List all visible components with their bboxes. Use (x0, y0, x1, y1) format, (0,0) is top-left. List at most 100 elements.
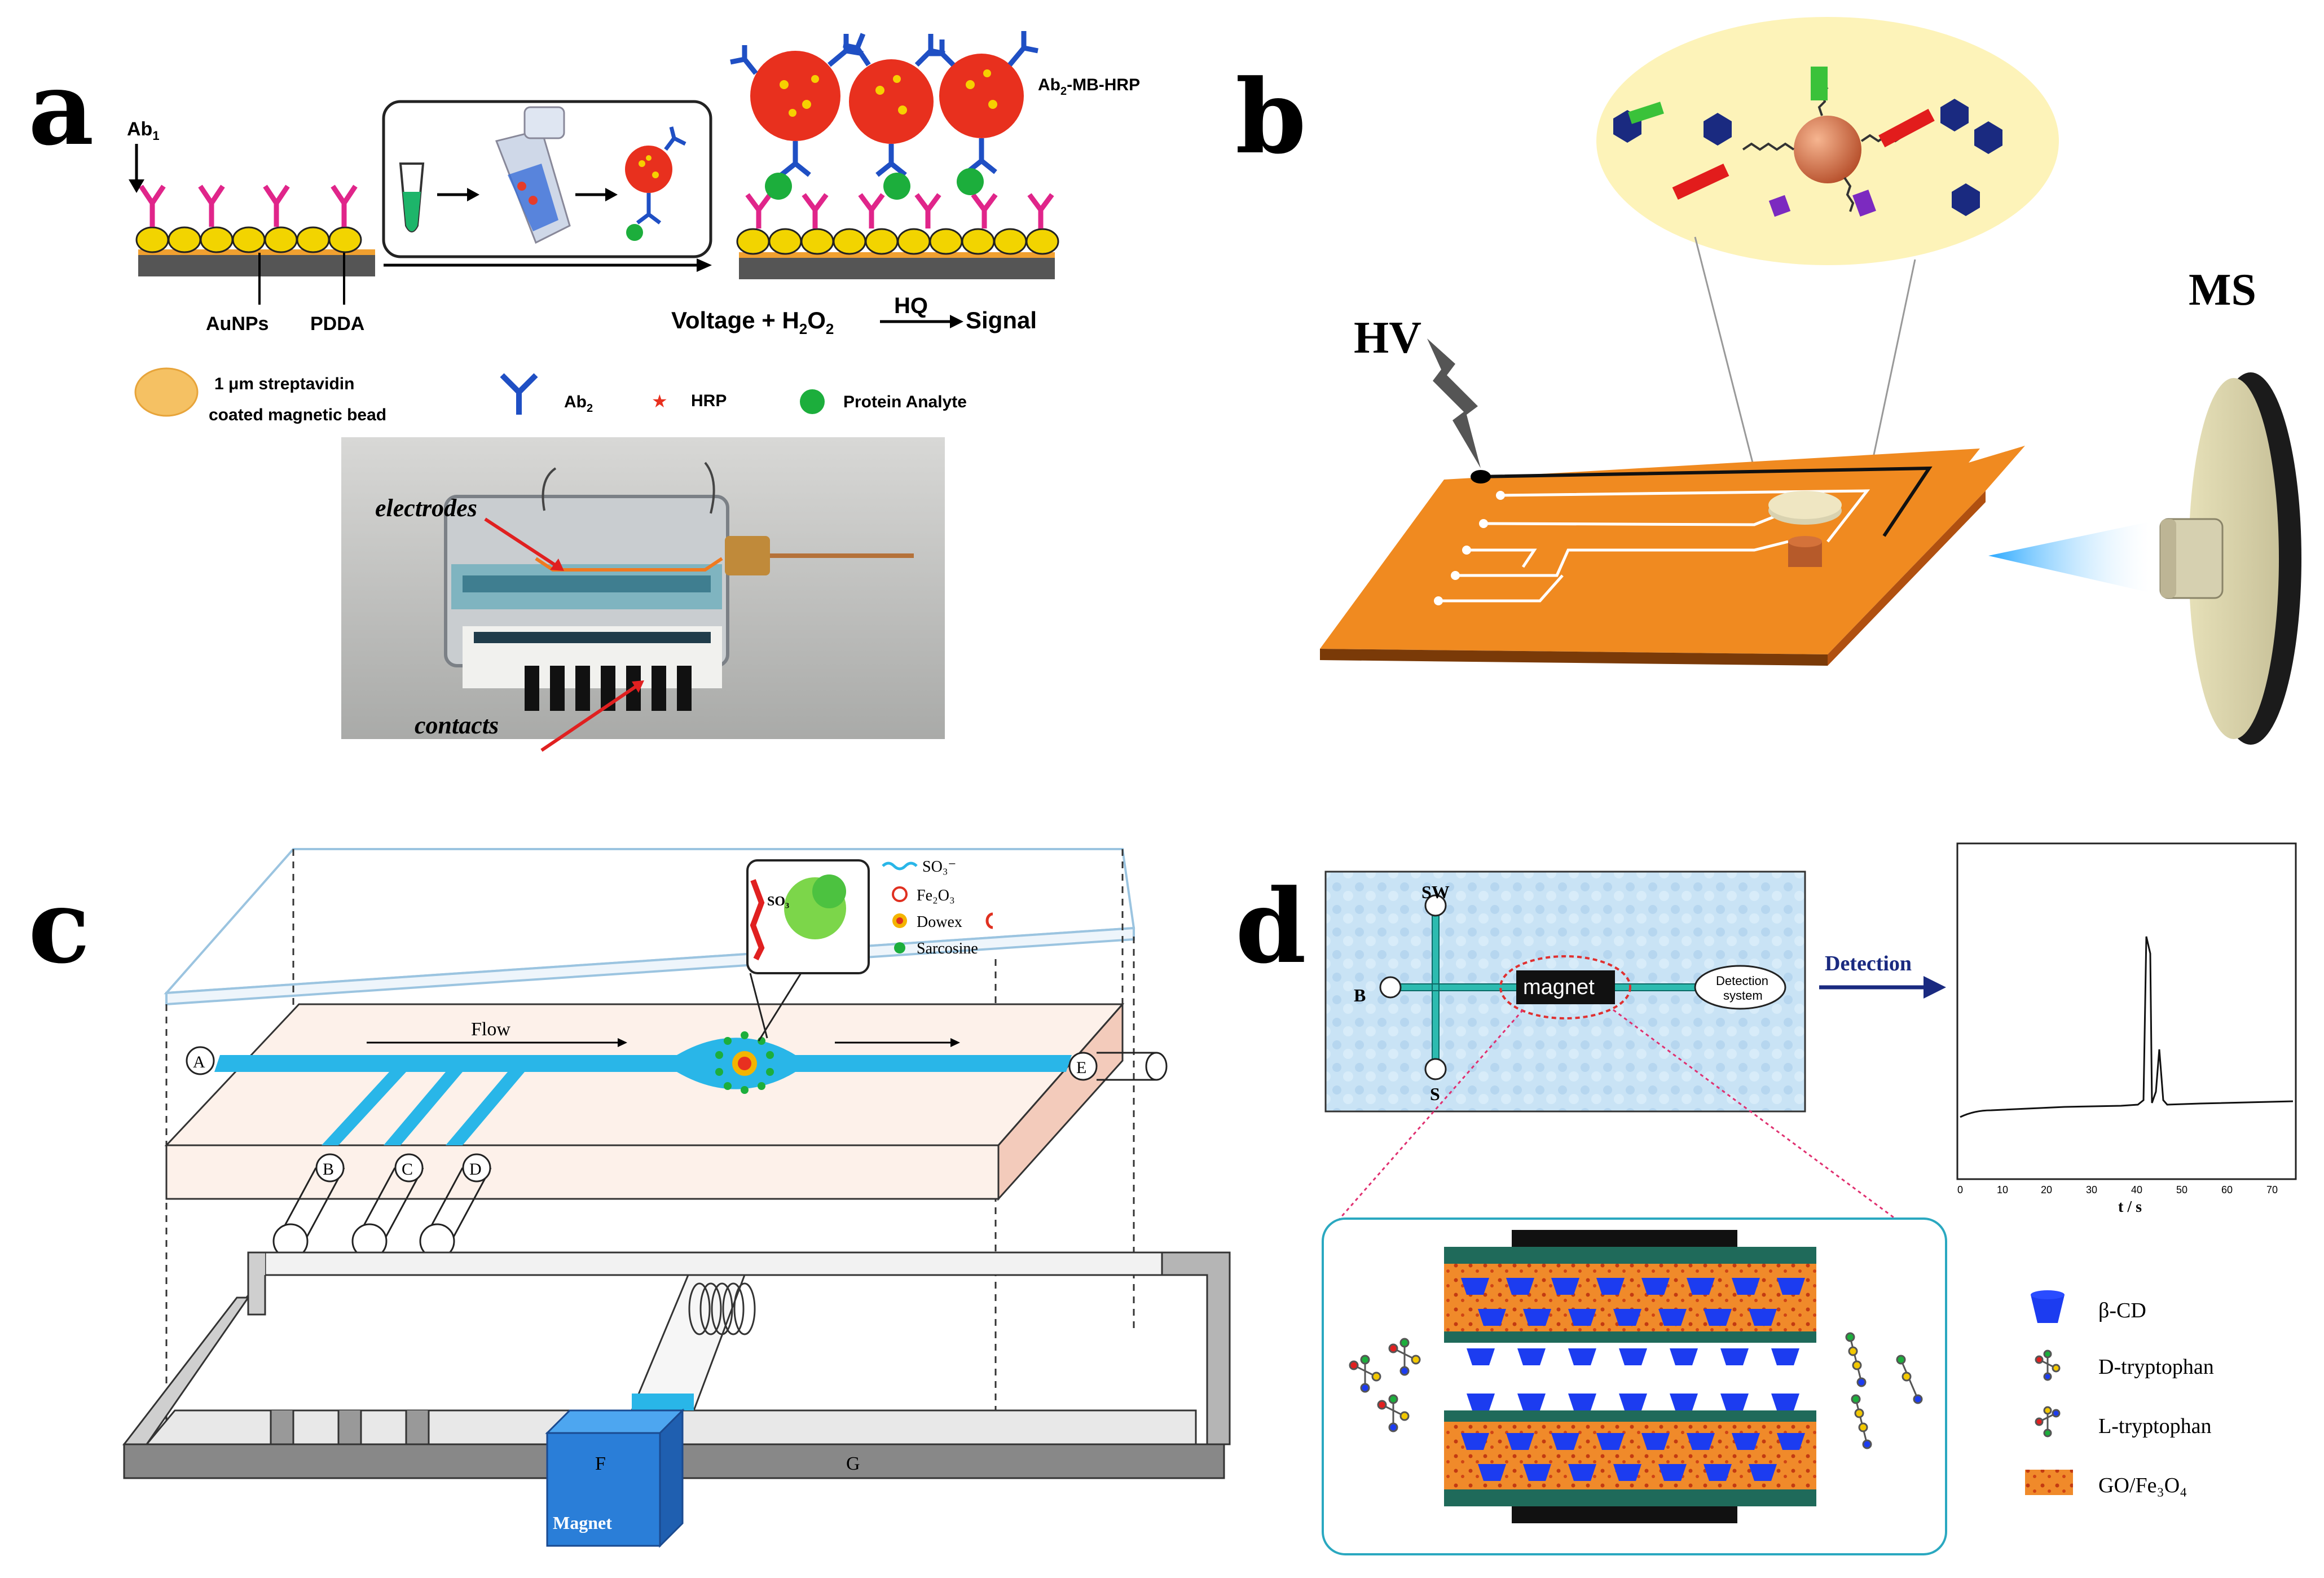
port-c: C (351, 1153, 424, 1259)
detection-arrow-label: Detection (1825, 952, 1912, 975)
photo-contacts-label: contacts (415, 711, 499, 739)
svg-text:10: 10 (1997, 1184, 2008, 1195)
signal-label: Signal (966, 307, 1037, 333)
legend-fe2o3-label: Fe₂O₃ (917, 887, 955, 904)
inset-mb-hrp-complex (625, 126, 686, 241)
port-s-label: S (1430, 1084, 1440, 1104)
label-f: F (595, 1453, 606, 1474)
svg-text:0: 0 (1957, 1184, 1963, 1195)
electropherogram-trace (1960, 936, 2294, 1118)
panel-b-letter: b (1235, 58, 1306, 177)
legend-sarcosine-label: Sarcosine (917, 940, 978, 957)
legend-bcd-label: β-CD (2098, 1299, 2146, 1322)
svg-text:system: system (1723, 988, 1763, 1003)
spray-jet (1988, 522, 2149, 592)
pdda-label: PDDA (310, 313, 364, 335)
detection-system-oval (1694, 965, 1786, 1010)
label-g: G (846, 1453, 860, 1474)
magnet-box (1516, 970, 1615, 1004)
panel-d-letter: d (1235, 867, 1306, 986)
legend-protein-icon (800, 389, 825, 414)
substrate-right (739, 257, 1055, 279)
microchannels (214, 1038, 1072, 1145)
green-tag-center (1811, 67, 1828, 100)
legend-so3-label: SO₃⁻ (922, 858, 956, 876)
legend-d-trp-label: D-tryptophan (2098, 1355, 2214, 1379)
panel-a: a Ab1 AuNPs PDDA (28, 31, 1140, 752)
port-e: E (1068, 1052, 1168, 1081)
panel-d: d SW B S magnet Detection system Detecti… (1235, 842, 2297, 1555)
panel-b: b (1235, 17, 2301, 745)
inset-so3-label: SO₃ (767, 894, 789, 909)
port-sw-label: SW (1421, 882, 1450, 902)
svg-text:C: C (402, 1160, 413, 1179)
legend-c: SO₃⁻ Fe₂O₃ Dowex Sarcosine (882, 858, 993, 957)
legend-ab2-label: Ab2 (564, 393, 593, 415)
svg-text:50: 50 (2176, 1184, 2187, 1195)
inset-bead (1794, 116, 1861, 183)
aunps-left (135, 226, 362, 253)
legend-go-label: GO/Fe₃O₄ (2098, 1474, 2187, 1497)
ms-detector (2159, 372, 2301, 745)
port-b-label: B (1354, 985, 1366, 1005)
svg-text:70: 70 (2266, 1184, 2278, 1195)
svg-text:E: E (1076, 1058, 1086, 1077)
holder-frame (122, 1251, 1231, 1479)
legend-protein-label: Protein Analyte (843, 393, 967, 411)
legend-l-trp-icon (2035, 1406, 2061, 1438)
legend-go-icon (2025, 1470, 2073, 1495)
hv-label: HV (1354, 313, 1421, 363)
svg-text:D: D (469, 1160, 482, 1179)
magnet-label: Magnet (553, 1513, 612, 1533)
pdda-layer-left (138, 249, 375, 255)
aunps-label: AuNPs (206, 313, 269, 335)
legend-hrp-icon: ★ (652, 391, 668, 411)
panel-c: c Flow (28, 848, 1231, 1548)
panel-a-letter: a (28, 49, 94, 168)
legend-d: β-CD D-tryptophan L-tryptophan GO/Fe₃O₄ (2025, 1290, 2214, 1497)
svg-text:Detection: Detection (1716, 974, 1768, 988)
ms-label: MS (2189, 265, 2256, 315)
legend-d-trp-icon (2035, 1350, 2061, 1381)
mb-hrp-complexes (730, 31, 1038, 200)
hq-label: HQ (894, 293, 928, 318)
legend-l-trp-label: L-tryptophan (2098, 1414, 2212, 1438)
legend-dowex-label: Dowex (917, 913, 962, 931)
xaxis-label: t / s (2118, 1198, 2142, 1216)
port-b: B (272, 1153, 345, 1259)
svg-text:30: 30 (2086, 1184, 2097, 1195)
ab2-mb-hrp-label: Ab2-MB-HRP (1038, 76, 1140, 98)
legend-bead-icon (134, 367, 199, 417)
electropherogram-frame (1956, 842, 2297, 1180)
legend-hrp-label: HRP (691, 392, 727, 410)
substrate-left (138, 254, 375, 276)
legend-bead-line1: 1 μm streptavidin (214, 375, 354, 393)
svg-text:20: 20 (2041, 1184, 2052, 1195)
port-a: A (186, 1046, 215, 1075)
inset-hexagons (1613, 99, 2002, 216)
legend-bcd-icon (2031, 1295, 2065, 1323)
svg-text:A: A (193, 1053, 205, 1071)
legend-bead-line2: coated magnetic bead (209, 406, 386, 424)
bcd-cones-top (1461, 1278, 1805, 1365)
svg-text:40: 40 (2131, 1184, 2142, 1195)
tryptophan-molecules (1349, 1332, 1923, 1449)
svg-text:B: B (323, 1160, 334, 1179)
aunps-right (736, 228, 1059, 255)
voltage-equation: Voltage + H2O2 (671, 307, 834, 337)
port-d: D (419, 1153, 492, 1259)
lightning-icon (1427, 339, 1481, 468)
ab1-antibodies (139, 184, 358, 227)
photo-electrodes-label: electrodes (375, 494, 477, 522)
flow-label: Flow (471, 1019, 510, 1040)
xaxis-ticks: 0 10 20 30 40 50 60 70 (1957, 1184, 2278, 1195)
bcd-cones-bottom (1461, 1394, 1805, 1481)
device-photo: electrodes contacts (341, 437, 945, 752)
centrifuge-tube-icon (495, 106, 571, 244)
svg-text:60: 60 (2221, 1184, 2233, 1195)
magnet-label-d: magnet (1523, 975, 1595, 999)
channel-chip (166, 1004, 1123, 1145)
legend-ab2-icon (500, 373, 538, 415)
ab1-label: Ab1 (127, 118, 160, 143)
